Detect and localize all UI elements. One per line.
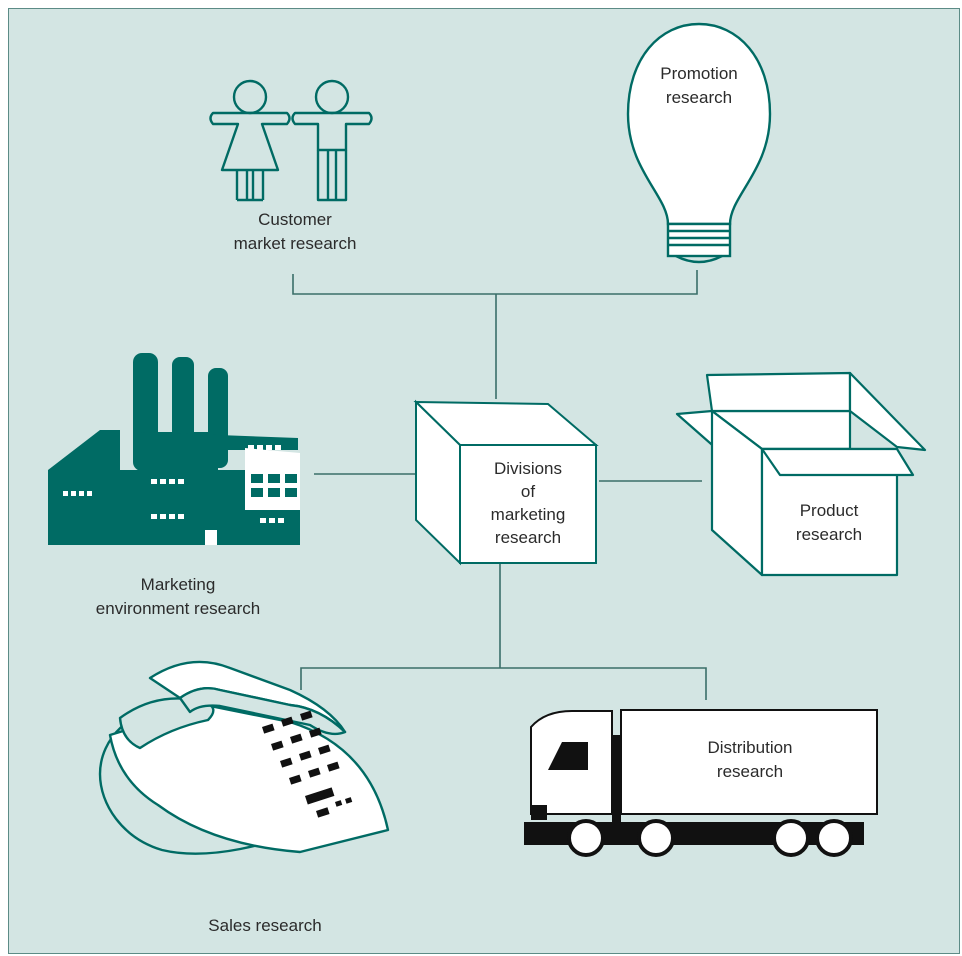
distribution-label-line1: Distribution <box>707 738 793 757</box>
center-label-line3: marketing <box>490 505 566 524</box>
distribution-label-line2: research <box>716 762 784 781</box>
product-label-line1: Product <box>799 501 859 520</box>
environment-label: Marketing environment research <box>68 573 288 621</box>
open-box-icon <box>675 371 927 577</box>
people-icon <box>209 79 373 202</box>
center-label-line1: Divisions <box>493 459 563 478</box>
truck-icon <box>524 709 878 857</box>
environment-label-line1: Marketing <box>140 575 216 594</box>
promotion-label-line2: research <box>665 88 733 107</box>
product-label-line2: research <box>795 525 863 544</box>
lightbulb-icon <box>626 22 772 264</box>
distribution-label: Distribution research <box>675 736 825 784</box>
connector-top <box>292 270 698 295</box>
sales-label-line1: Sales research <box>208 916 322 935</box>
promotion-label: Promotion research <box>614 62 784 110</box>
customer-label: Customer market research <box>200 208 390 256</box>
connector-bottom <box>300 667 707 700</box>
connector-lines <box>292 270 707 700</box>
center-label: Divisions of marketing research <box>460 457 596 549</box>
sales-label: Sales research <box>180 914 350 938</box>
telephone-icon <box>98 660 390 855</box>
promotion-label-line1: Promotion <box>660 64 738 83</box>
diagram-frame <box>8 8 960 954</box>
box-icon <box>413 399 599 566</box>
product-label: Product research <box>770 499 888 547</box>
customer-label-line1: Customer <box>258 210 332 229</box>
factory-icon <box>48 353 300 545</box>
center-label-line2: of <box>520 482 536 501</box>
customer-label-line2: market research <box>233 234 357 253</box>
center-label-line4: research <box>494 528 562 547</box>
environment-label-line2: environment research <box>95 599 261 618</box>
